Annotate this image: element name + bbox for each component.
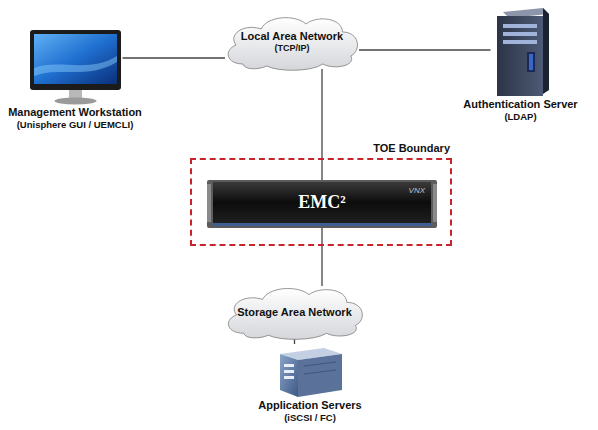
node-text: (TCP/IP) bbox=[275, 43, 310, 54]
node-text: VNX bbox=[409, 186, 425, 195]
node-text: Application Servers bbox=[255, 399, 365, 412]
node-text: Management Workstation bbox=[5, 106, 145, 119]
toe-boundary: TOE BoundaryEMC²VNX bbox=[190, 158, 452, 246]
network-cloud: Storage Area Network bbox=[222, 283, 367, 341]
network-cloud: Local Area Network(TCP/IP) bbox=[222, 12, 362, 72]
node-text: Local Area Network bbox=[241, 30, 343, 43]
node-text: Authentication Server bbox=[460, 98, 581, 111]
node-text: (LDAP) bbox=[460, 111, 581, 123]
server-node: Authentication Server(LDAP) bbox=[460, 6, 581, 123]
network-link bbox=[321, 69, 322, 180]
node-text: (Unisphere GUI / UEMCLI) bbox=[5, 119, 145, 131]
tower-icon bbox=[491, 6, 551, 98]
monitor-icon bbox=[28, 28, 123, 106]
node-text: (iSCSI / FC) bbox=[255, 412, 365, 424]
workstation-node: Management Workstation(Unisphere GUI / U… bbox=[5, 28, 145, 131]
node-text: Storage Area Network bbox=[237, 306, 352, 319]
node-text: EMC² bbox=[207, 192, 437, 212]
network-link bbox=[321, 228, 322, 286]
network-link bbox=[359, 49, 491, 50]
server-icon bbox=[274, 344, 346, 399]
node-text: TOE Boundary bbox=[373, 142, 450, 155]
server-node: Application Servers(iSCSI / FC) bbox=[255, 344, 365, 424]
storage-array: EMC²VNX bbox=[207, 180, 437, 228]
network-link bbox=[123, 57, 226, 58]
